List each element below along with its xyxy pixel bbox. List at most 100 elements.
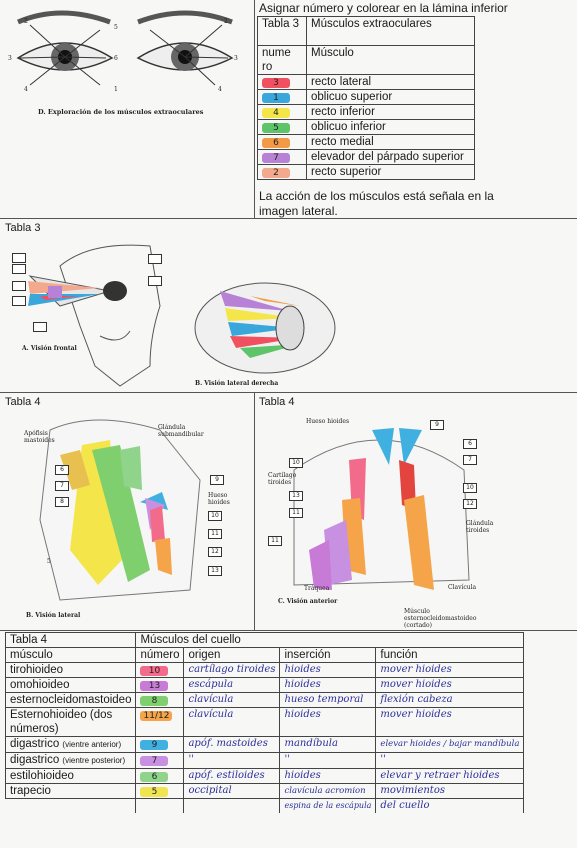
muscle-name: elevador del párpado superior xyxy=(306,149,475,165)
table-row: tirohioideo 10 cartílago tiroides hioide… xyxy=(4,662,525,678)
table3-col-num: nume ro xyxy=(257,45,307,75)
anatomy-label: Cartílago tiroides xyxy=(268,472,297,486)
function-extra: del cuello xyxy=(375,798,525,813)
eye-number: 4 xyxy=(218,86,222,93)
eye-number: 5 xyxy=(114,24,118,31)
muscle-name: digastrico xyxy=(10,754,60,766)
table3-note: La acción de los músculos está señala en… xyxy=(259,189,494,218)
muscle-cell: estilohioideo xyxy=(4,768,137,784)
table3-heading: Músculos extraoculares xyxy=(306,16,475,46)
number-box: 7 xyxy=(55,481,69,491)
number-box: 13 xyxy=(289,491,303,501)
muscle-note: (vientre anterior) xyxy=(62,740,122,749)
table-row: 1 oblicuo superior xyxy=(257,89,475,105)
insertion-cell: clavícula acromion xyxy=(279,783,377,799)
eye-number: 3 xyxy=(8,55,12,62)
muscle-note: (vientre posterior) xyxy=(62,756,126,765)
eyes-caption: D. Exploración de los músculos extraocul… xyxy=(38,108,204,116)
muscle-cell: tirohioideo xyxy=(4,662,137,678)
insertion-cell: mandíbula xyxy=(279,736,377,753)
origin-cell: '' xyxy=(183,752,281,769)
number-box: 11 xyxy=(268,536,282,546)
table-row: espina de la escápula del cuello xyxy=(5,798,525,813)
color-swatch: 2 xyxy=(262,168,290,178)
muscle-name: recto superior xyxy=(306,164,475,180)
muscle-name: recto medial xyxy=(306,134,475,150)
anatomy-label: Músculo esternocleidomastoideo (cortado) xyxy=(404,608,477,629)
table-neck-muscles: Tabla 4 Músculos del cuello músculo núme… xyxy=(4,632,525,813)
number-box: 12 xyxy=(463,499,477,509)
table-row: 6 recto medial xyxy=(257,134,475,150)
function-cell: flexión cabeza xyxy=(375,692,525,708)
function-cell: mover hioides xyxy=(375,707,525,737)
anatomy-label: 5 xyxy=(47,558,51,565)
anatomy-label: Hueso hioides xyxy=(306,418,350,425)
muscle-name: oblicuo superior xyxy=(306,89,475,105)
eye-number: 6 xyxy=(114,55,118,62)
insertion-extra: espina de la escápula xyxy=(279,798,377,813)
color-swatch: 9 xyxy=(140,740,169,750)
number-box: 10 xyxy=(208,511,222,521)
anatomy-label: Clavícula xyxy=(448,584,477,591)
number-box: 7 xyxy=(463,455,477,465)
eye-number: 1 xyxy=(114,86,118,93)
table-row: trapecio 5 occipital clavícula acromion … xyxy=(4,783,525,799)
anatomy-label: Glándula submandibular xyxy=(158,424,204,438)
eye-number: 3 xyxy=(234,55,238,62)
figure-caption: A. Visión frontal xyxy=(22,345,77,352)
table-row: 5 oblicuo inferior xyxy=(257,119,475,135)
insertion-cell: hioides xyxy=(279,677,377,693)
origin-cell: apóf. estiloides xyxy=(183,768,281,784)
figure-caption: B. Visión lateral derecha xyxy=(195,380,279,387)
insertion-cell: hioides xyxy=(279,662,377,678)
eye-number: 4 xyxy=(24,86,28,93)
origin-cell: occipital xyxy=(183,783,281,799)
color-swatch: 5 xyxy=(140,787,169,797)
table-row: 4 recto inferior xyxy=(257,104,475,120)
neck-lateral-illustration xyxy=(39,419,201,601)
origin-cell: escápula xyxy=(183,677,281,693)
muscle-cell: esternocleidomastoideo xyxy=(4,692,137,708)
color-swatch: 7 xyxy=(140,756,169,766)
muscle-name: recto inferior xyxy=(306,104,475,120)
number-box: 8 xyxy=(55,497,69,507)
color-swatch: 1 xyxy=(262,93,290,103)
col-header: número xyxy=(135,647,185,663)
number-box: 9 xyxy=(430,420,444,430)
insertion-cell: hueso temporal xyxy=(279,692,377,708)
table-row: 2 recto superior xyxy=(257,164,475,180)
color-swatch: 11/12 xyxy=(140,711,173,721)
muscle-name: recto lateral xyxy=(306,74,475,90)
color-swatch: 5 xyxy=(262,123,290,133)
number-box: 11 xyxy=(289,508,303,518)
muscle-cell: Esternohioideo (dos números) xyxy=(4,707,137,737)
eye-number: 2 xyxy=(24,18,28,25)
eyes-figure: 2 5 3 6 4 1 2 3 4 D. Exploración de los … xyxy=(0,0,253,215)
col-header: función xyxy=(375,647,525,663)
table3-col-muscle: Músculo xyxy=(306,45,475,75)
anatomy-label: Apófisis mastoides xyxy=(24,430,55,444)
table-row: omohioideo 13 escápula hioides mover hio… xyxy=(4,677,525,693)
table-row: 3 recto lateral xyxy=(257,74,475,90)
table-extraocular: Tabla 3 Músculos extraoculares nume ro M… xyxy=(257,16,475,180)
number-box: 6 xyxy=(55,465,69,475)
color-swatch: 4 xyxy=(262,108,290,118)
function-cell: movimientos xyxy=(375,783,525,799)
number-box: 9 xyxy=(210,475,224,485)
muscle-cell: digastrico (vientre anterior) xyxy=(4,736,137,753)
insertion-cell: '' xyxy=(279,752,377,769)
function-cell: elevar y retraer hioides xyxy=(375,768,525,784)
origin-cell: clavícula xyxy=(183,692,281,708)
insertion-cell: hioides xyxy=(279,768,377,784)
col-header: inserción xyxy=(279,647,377,663)
table4-title: Tabla 4 xyxy=(4,632,137,648)
table-row: digastrico (vientre posterior) 7 '' '' '… xyxy=(4,752,525,769)
muscle-cell: digastrico (vientre posterior) xyxy=(4,752,137,769)
table4-heading: Músculos del cuello xyxy=(135,632,525,648)
function-cell: '' xyxy=(375,752,525,769)
number-box: 10 xyxy=(463,483,477,493)
number-box: 10 xyxy=(289,458,303,468)
muscle-name: digastrico xyxy=(10,738,60,750)
color-swatch: 7 xyxy=(262,153,290,163)
number-box: 11 xyxy=(208,529,222,539)
